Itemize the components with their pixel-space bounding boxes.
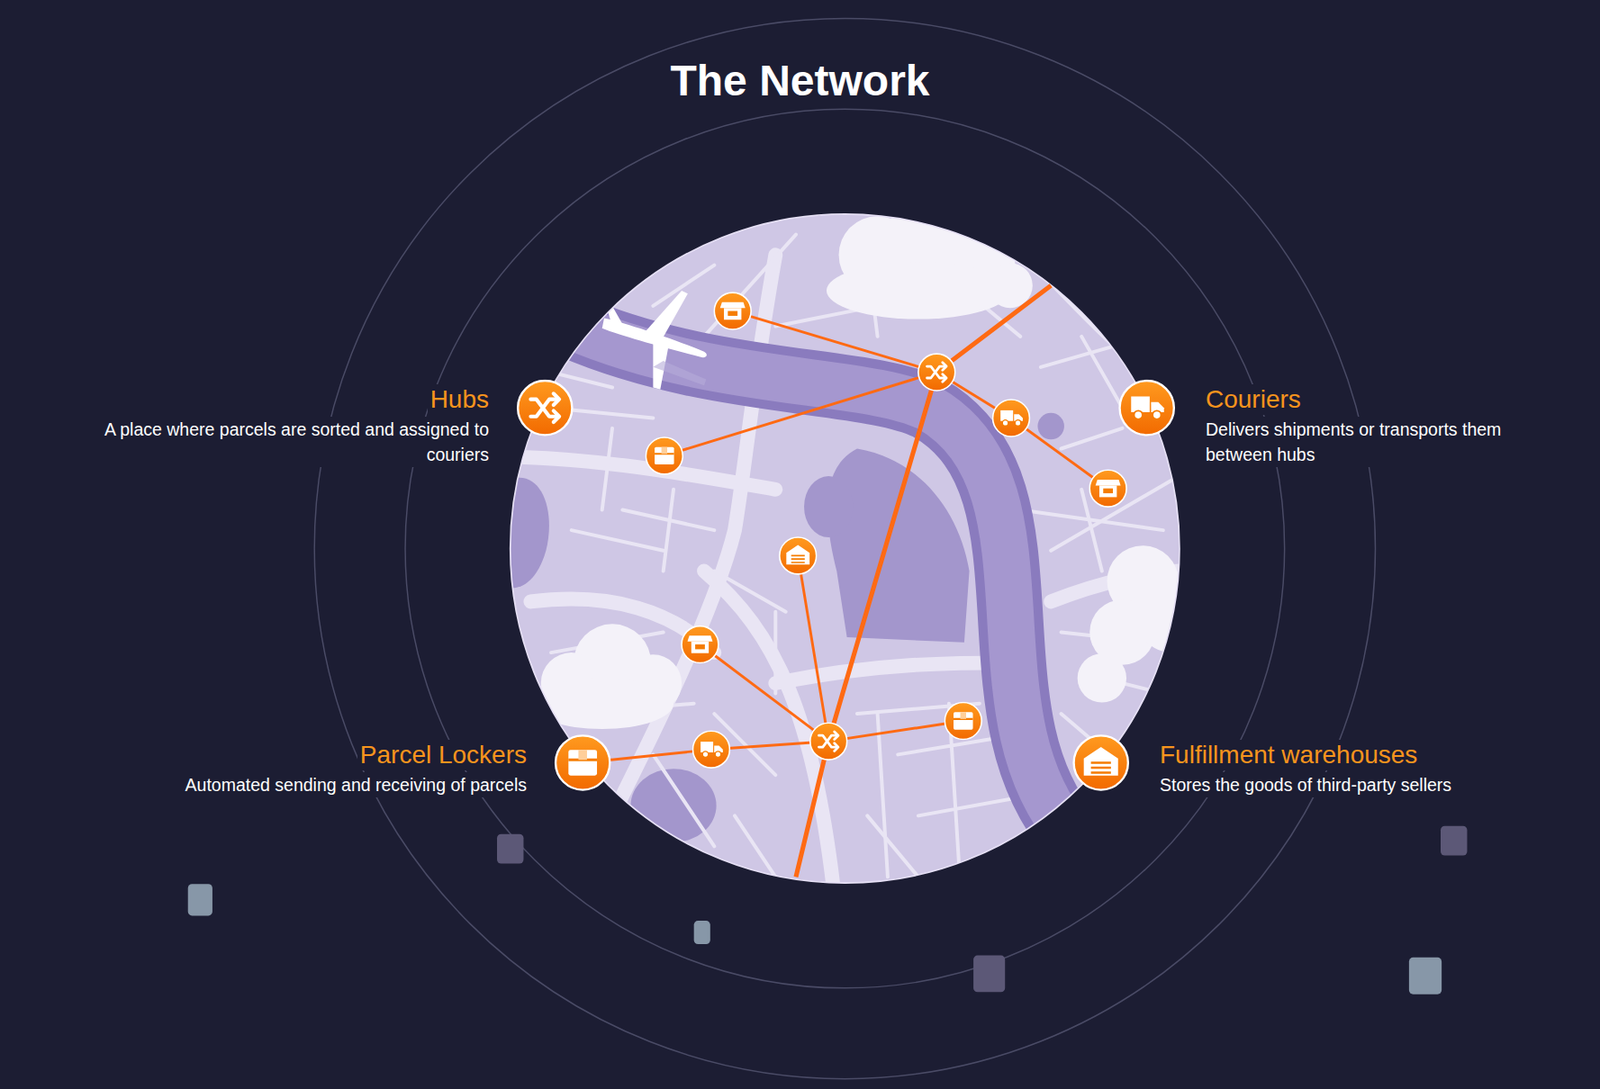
item-heading: Hubs [427,384,492,416]
network-item: Parcel LockersAutomated sending and rece… [79,740,530,798]
route-lines [582,285,1108,877]
item-description: Stores the goods of third-party sellers [1157,772,1455,798]
item-heading: Parcel Lockers [357,740,530,771]
item-heading: Couriers [1202,384,1304,416]
orbit-rings [314,18,1375,1079]
map-icons [645,292,1127,769]
item-description: Delivers shipments or transports them be… [1202,416,1555,468]
network-item: Fulfillment warehousesStores the goods o… [1157,740,1554,798]
item-heading: Fulfillment warehouses [1157,740,1420,771]
clouds [530,198,1214,730]
network-item: HubsA place where parcels are sorted and… [41,384,492,468]
city-map [505,198,1214,919]
item-description: A place where parcels are sorted and ass… [41,416,492,468]
item-description: Automated sending and receiving of parce… [182,772,530,798]
title-bar: The Network [0,55,1600,106]
airplane [602,290,707,390]
network-item: CouriersDelivers shipments or transports… [1202,384,1555,468]
title-text: The Network [662,56,937,105]
legend-icons [517,380,1175,791]
